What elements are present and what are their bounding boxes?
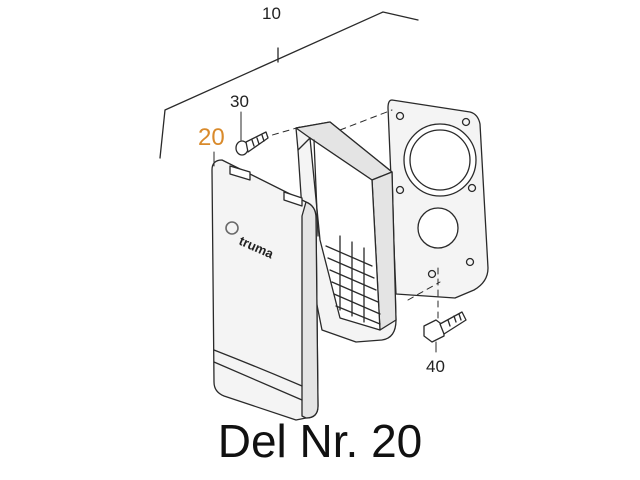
- label-screw: 30: [230, 92, 249, 111]
- label-cover: 20: [198, 124, 225, 151]
- assembly-bracket: [159, 11, 419, 159]
- front-cover: [211, 159, 319, 421]
- alignment-dashes: [261, 109, 441, 319]
- bolt-part: [423, 311, 467, 343]
- leader-lines: [213, 111, 437, 353]
- part-caption: Del Nr. 20: [217, 415, 423, 467]
- label-assembly: 10: [262, 4, 281, 23]
- label-bolt: 40: [426, 357, 445, 376]
- gasket-plate: [387, 99, 489, 299]
- screw-part: [235, 131, 269, 156]
- grille-frame: [295, 121, 397, 343]
